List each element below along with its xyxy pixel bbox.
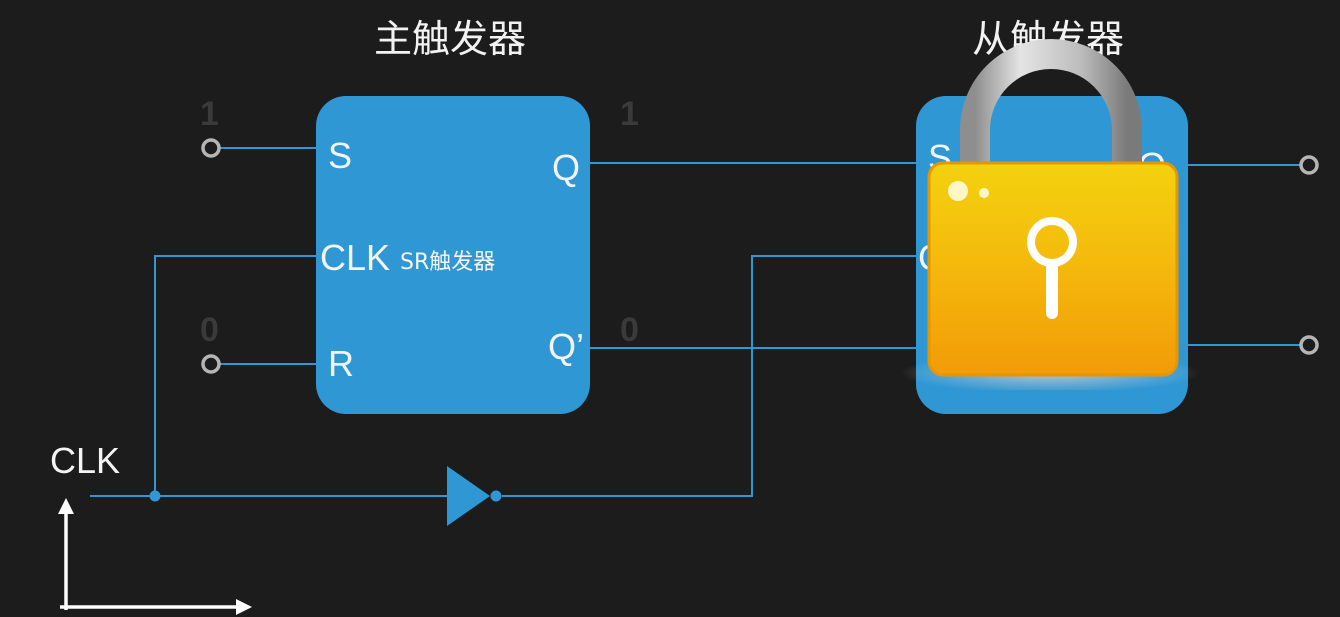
pin-s: S xyxy=(328,135,353,176)
pin-clk: CLK xyxy=(320,237,391,278)
master-title: 主触发器 xyxy=(374,17,527,61)
wire-clk-slave xyxy=(502,255,916,497)
junction-dot xyxy=(149,490,161,502)
keyhole-icon xyxy=(1027,217,1077,319)
clock-label: CLK xyxy=(50,440,121,481)
terminal-slave-q xyxy=(1299,155,1319,175)
wire-clk-master xyxy=(90,255,316,497)
pin-qn: Q’ xyxy=(548,326,584,367)
terminal-slave-qn xyxy=(1299,335,1319,355)
not-gate-icon xyxy=(447,466,502,526)
value-r: 0 xyxy=(200,311,219,349)
terminal-r xyxy=(201,354,221,374)
terminal-s xyxy=(201,138,221,158)
inner-label: SR触发器 xyxy=(400,250,496,275)
clock-axis-icon xyxy=(58,498,252,615)
pin-r: R xyxy=(328,343,354,384)
padlock-icon xyxy=(900,39,1200,390)
value-qn: 0 xyxy=(620,311,639,349)
pin-q: Q xyxy=(552,147,581,188)
master-flip-flop: S CLK SR触发器 R Q Q’ xyxy=(316,96,590,414)
value-s: 1 xyxy=(200,95,219,133)
value-q: 1 xyxy=(620,95,639,133)
